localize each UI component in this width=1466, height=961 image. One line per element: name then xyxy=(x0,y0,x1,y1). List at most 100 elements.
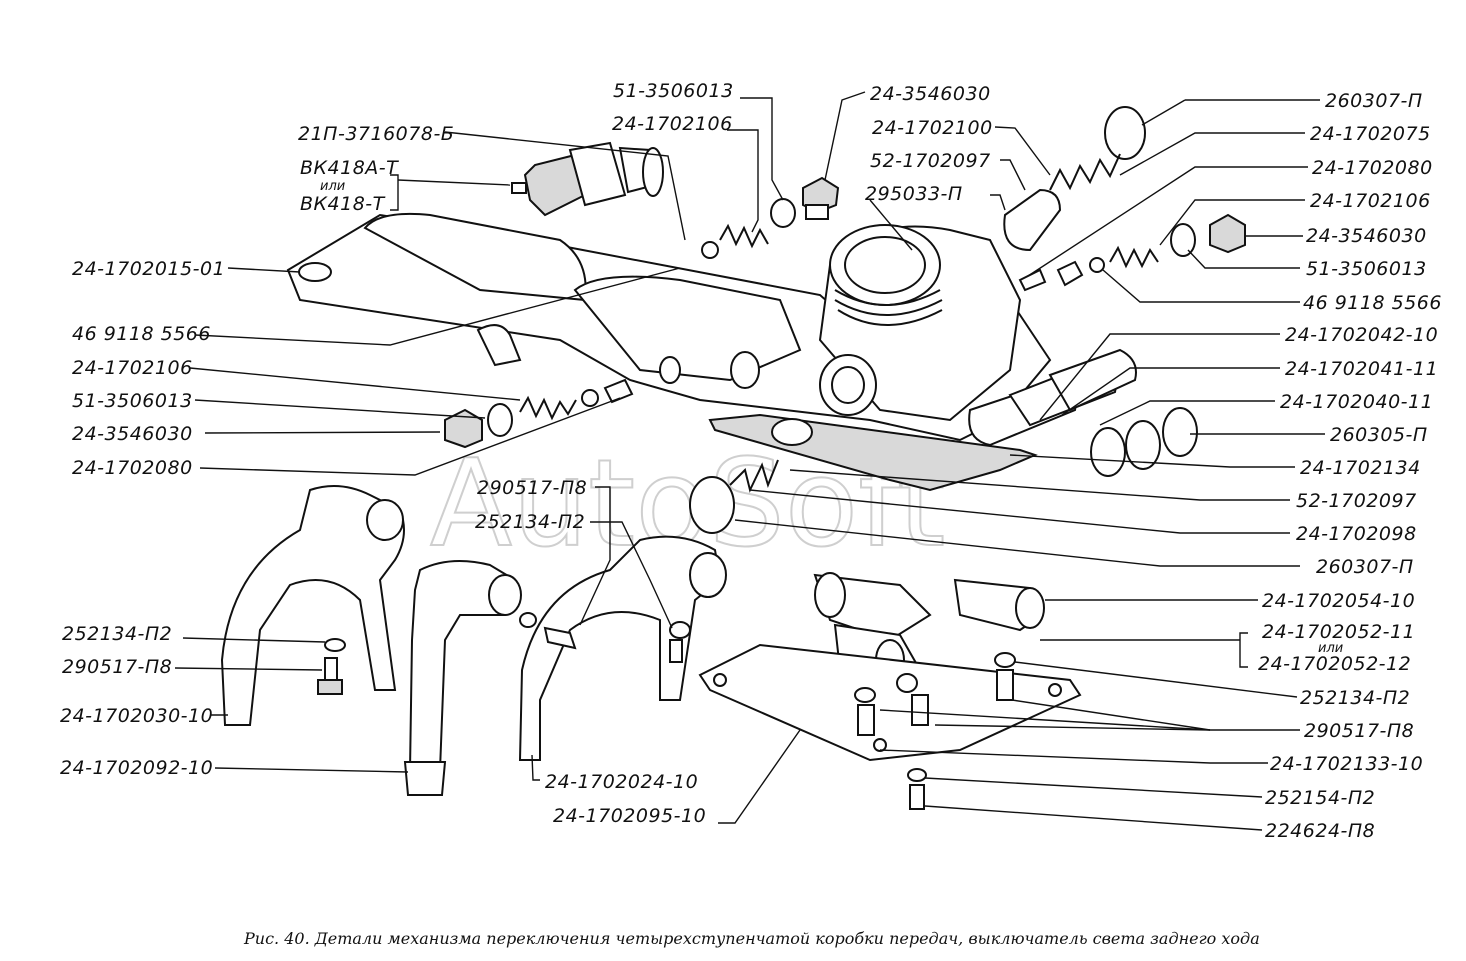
label-r21: 252154-П2 xyxy=(1265,787,1375,809)
selector-block-52-end xyxy=(1015,587,1045,629)
label-l18: 290517-П8 xyxy=(62,656,172,678)
label-r14: 24-1702098 xyxy=(1296,523,1417,545)
right-washer xyxy=(1170,223,1196,257)
label-r01: 260307-П xyxy=(1325,90,1423,112)
label-l08: 295033-П xyxy=(865,183,963,205)
label-r05: 24-3546030 xyxy=(1306,225,1427,247)
right-plunger xyxy=(1056,260,1084,287)
tower-mouth-inner xyxy=(844,236,926,294)
lever-middle-bore xyxy=(488,574,522,616)
parts-artwork xyxy=(220,106,1246,810)
label-r02: 24-1702075 xyxy=(1310,123,1431,145)
label-r12: 24-1702134 xyxy=(1300,457,1421,479)
left-ball xyxy=(581,389,599,407)
part-labels: 51-3506013 24-1702106 21П-3716078-Б ВК41… xyxy=(60,80,1442,842)
base-plate xyxy=(698,643,1082,762)
right-plug-bolt xyxy=(1209,213,1246,254)
lower-cup xyxy=(689,476,735,534)
label-l10: 46 9118 5566 xyxy=(72,323,211,345)
label-l19: 24-1702030-10 xyxy=(60,705,213,727)
label-r22: 224624-П8 xyxy=(1265,820,1375,842)
lower-spring xyxy=(729,459,779,493)
right-fork-screw xyxy=(669,639,683,663)
top-ball xyxy=(701,241,719,259)
left-washer xyxy=(487,403,513,437)
label-l09: 24-1702015-01 xyxy=(72,258,225,280)
label-r10: 24-1702040-11 xyxy=(1280,391,1433,413)
label-r20: 24-1702133-10 xyxy=(1270,753,1423,775)
plate-hole-1 xyxy=(713,673,727,687)
fork-left xyxy=(220,485,405,726)
seal-cup-top xyxy=(1104,106,1146,160)
left-fork-screw-head xyxy=(317,679,343,695)
rail-end-cap-3 xyxy=(1162,407,1198,457)
sleeve-lower xyxy=(771,418,813,446)
cover-arm xyxy=(476,324,522,367)
top-spring xyxy=(719,223,769,249)
spring-right-top xyxy=(1049,153,1121,191)
label-r17a: 24-1702052-11 xyxy=(1262,621,1415,643)
cover-port xyxy=(730,351,760,389)
label-r09: 24-1702041-11 xyxy=(1285,358,1438,380)
label-r03: 24-1702080 xyxy=(1312,157,1433,179)
left-plunger xyxy=(603,378,634,404)
label-l16: 252134-П2 xyxy=(475,511,585,533)
label-l05: 24-3546030 xyxy=(870,83,991,105)
right-spring xyxy=(1109,245,1159,269)
label-l04a: ВК418А-Т xyxy=(300,157,399,179)
label-l04b: ВК418-Т xyxy=(300,193,386,215)
label-r17or: или xyxy=(1318,641,1343,656)
label-l03: 21П-3716078-Б xyxy=(298,123,454,145)
fork-left-bore xyxy=(366,499,404,541)
left-fork-screw xyxy=(324,657,338,681)
left-spring xyxy=(519,395,577,421)
plate-screw-3 xyxy=(996,669,1014,701)
label-l15: 290517-П8 xyxy=(477,477,587,499)
label-l14: 24-1702080 xyxy=(72,457,193,479)
top-plug-bolt-thread xyxy=(805,204,829,220)
label-r04: 24-1702106 xyxy=(1310,190,1431,212)
label-l13: 24-3546030 xyxy=(72,423,193,445)
plunger-sleeve xyxy=(1003,188,1062,252)
plate-washer-3 xyxy=(994,652,1016,668)
label-l06: 24-1702100 xyxy=(872,117,993,139)
label-l22: 24-1702095-10 xyxy=(553,805,706,827)
cover-port-small xyxy=(659,356,681,384)
leader-lines xyxy=(174,91,1325,831)
top-plug-bolt xyxy=(802,176,840,214)
top-washer xyxy=(770,198,796,228)
selector-block-54-end xyxy=(814,572,846,618)
middle-screw xyxy=(543,626,577,650)
rail-end-cap-1 xyxy=(1090,427,1126,477)
plate-screw-1 xyxy=(857,704,875,736)
left-plug-bolt xyxy=(444,408,483,449)
label-l07: 52-1702097 xyxy=(870,150,991,172)
bottom-screw xyxy=(909,784,925,810)
label-r18: 252134-П2 xyxy=(1300,687,1410,709)
label-l21: 24-1702024-10 xyxy=(545,771,698,793)
cover-bolt-hole xyxy=(298,262,332,282)
plate-hole-2 xyxy=(1048,683,1062,697)
middle-washer xyxy=(519,612,537,628)
right-ball xyxy=(1089,257,1105,273)
plate-washer-2 xyxy=(896,673,918,693)
label-r16: 24-1702054-10 xyxy=(1262,590,1415,612)
lever-middle-end xyxy=(403,761,447,796)
label-l02: 24-1702106 xyxy=(612,113,733,135)
reverse-light-switch xyxy=(511,141,664,217)
label-l11: 24-1702106 xyxy=(72,357,193,379)
fork-right-bore xyxy=(689,552,727,598)
plate-washer-1 xyxy=(854,687,876,703)
label-l04or: или xyxy=(320,179,345,194)
label-r13: 52-1702097 xyxy=(1296,490,1417,512)
label-r17b: 24-1702052-12 xyxy=(1258,653,1411,675)
plate-hole-3 xyxy=(873,738,887,752)
label-r07: 46 9118 5566 xyxy=(1303,292,1442,314)
tower-side-port-inner xyxy=(831,366,865,404)
bottom-washer xyxy=(907,768,927,782)
rail-3 xyxy=(1048,348,1137,412)
label-r08: 24-1702042-10 xyxy=(1285,324,1438,346)
label-l12: 51-3506013 xyxy=(72,390,193,412)
label-r11: 260305-П xyxy=(1330,424,1428,446)
